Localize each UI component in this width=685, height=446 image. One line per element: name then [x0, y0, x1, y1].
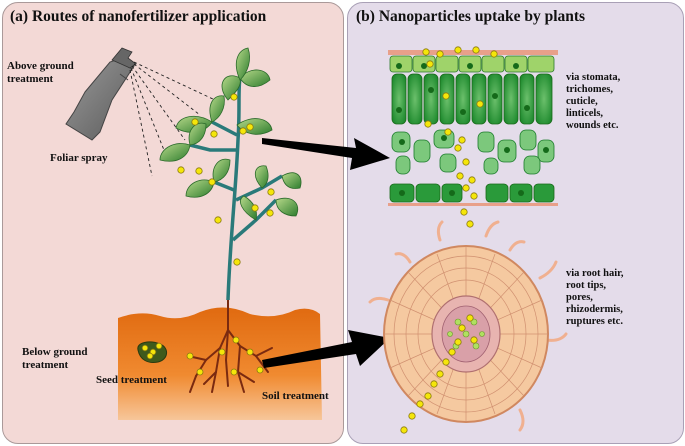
root-route-line: rhizodermis,	[566, 304, 623, 316]
above-ground-label: Above ground treatment	[7, 60, 74, 85]
leaf-route-line: trichomes,	[566, 84, 613, 96]
foliar-spray-label: Foliar spray	[50, 152, 108, 164]
soil-treatment-label: Soil treatment	[262, 390, 329, 402]
arrow-leaf-to-tissue	[262, 138, 390, 170]
root-route-line: root tips,	[566, 280, 607, 292]
spray-bottle-icon	[65, 47, 137, 141]
panel-b-title: (b) Nanoparticles uptake by plants	[356, 8, 586, 25]
spray-mist	[129, 61, 216, 177]
root-cross-section	[368, 220, 568, 432]
arrow-root-to-crosssection	[262, 330, 390, 368]
below-ground-label: Below ground treatment	[22, 346, 88, 371]
leaf-uptake-routes: via stomata, trichomes, cuticle, lintice…	[566, 72, 620, 132]
root-route-line: ruptures etc.	[566, 316, 623, 328]
root-uptake-routes: via root hair, root tips, pores, rhizode…	[566, 268, 623, 328]
seed-treatment-label: Seed treatment	[96, 374, 167, 386]
leaf-route-line: via stomata,	[566, 72, 621, 83]
leaf-route-line: linticels,	[566, 108, 604, 120]
soil-block	[118, 307, 322, 420]
root-route-line: pores,	[566, 292, 593, 304]
leaf-route-line: cuticle,	[566, 96, 598, 108]
leaf-tissue-section	[388, 50, 558, 206]
nanoparticles	[141, 46, 498, 434]
plant-leaves	[159, 47, 302, 221]
panel-a-title: (a) Routes of nanofertilizer application	[10, 8, 267, 25]
root-route-line: via root hair,	[566, 268, 624, 279]
leaf-route-line: wounds etc.	[566, 120, 619, 132]
